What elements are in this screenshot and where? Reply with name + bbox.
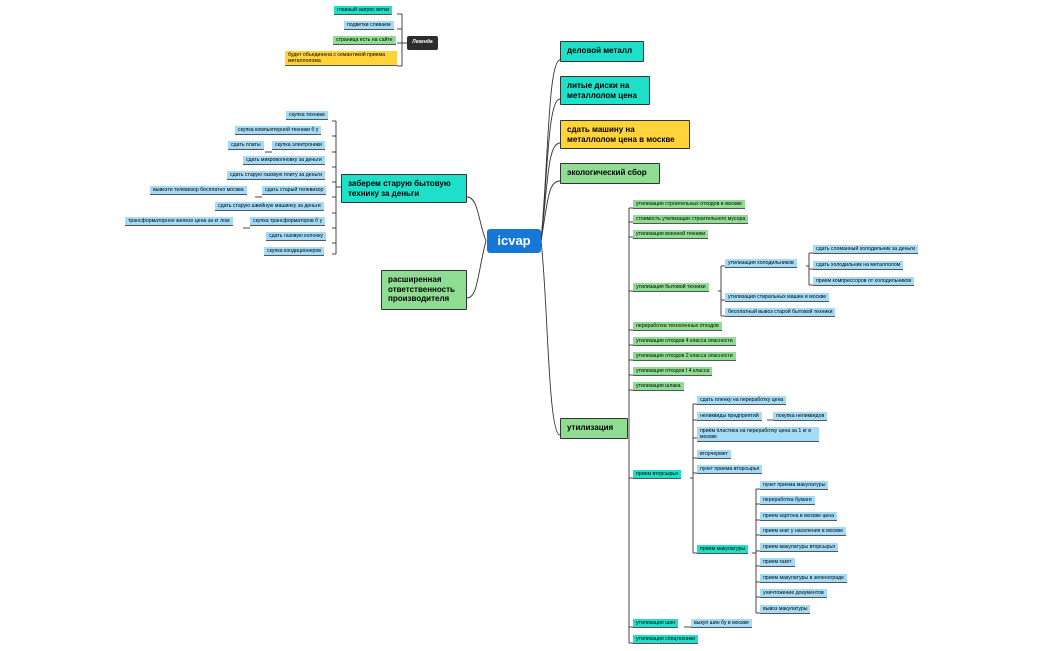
node-mikrovolnovka[interactable]: сдать микроволновку за деньги	[243, 156, 325, 166]
node-plastik[interactable]: приём пластика на переработку цена за 1 …	[697, 427, 819, 443]
topic-rasshirennaya-otvetstvennost[interactable]: расширенная ответственность производител…	[381, 270, 467, 310]
node-vtorchermet[interactable]: вторчермет	[697, 450, 731, 460]
legend-item-merge-metal: будет объединена с семантикой приема мет…	[285, 51, 397, 67]
node-voennaya-tekhnika[interactable]: утилизация военной техники	[633, 230, 709, 240]
node-vyvoz-tekhniki[interactable]: бесплатный вывоз старой бытовой техники	[725, 308, 836, 318]
node-vykup-shin[interactable]: выкуп шин бу в москве	[691, 619, 753, 629]
node-kholod-slomannyi[interactable]: сдать сломанный холодильник за деньги	[813, 245, 918, 255]
node-skupka-tekhniki[interactable]: скупка техники	[286, 111, 328, 121]
node-transformatornoe-zhelezo[interactable]: трансформаторное железо цена за кг лом	[125, 217, 233, 227]
node-pokupka-nelikvidov[interactable]: покупка неликвидов	[773, 412, 828, 422]
node-klass-1-4[interactable]: утилизация отходов I 4 класса	[633, 367, 713, 377]
node-kholod-kompressory[interactable]: прием компрессоров от холодильников	[813, 277, 915, 287]
topic-litye-diski[interactable]: литые диски на металлолом цена	[560, 76, 650, 105]
node-bytovaya-tekhnika[interactable]: утилизация бытовой техники	[633, 283, 709, 293]
node-stroit-otkhody[interactable]: утилизация строительных отходов в москве	[633, 200, 745, 210]
node-klass-2[interactable]: утилизация отходов 2 класса опасности	[633, 352, 736, 362]
central-topic[interactable]: icvap	[487, 229, 541, 253]
node-stiralnye-mashiny[interactable]: утилизация стиральных машин в москве	[725, 293, 830, 303]
node-skupka-kondicionerov[interactable]: скупка кондиционеров	[264, 247, 325, 257]
node-sdat-platy[interactable]: сдать платы	[228, 141, 264, 151]
node-klass-4[interactable]: утилизация отходов 4 класса опасности	[633, 337, 736, 347]
node-mak-karton[interactable]: прием картона в москве цена	[760, 512, 838, 522]
node-skupka-komp[interactable]: скупка компьютерной техники б у	[235, 126, 322, 136]
node-vyvezti-televizor[interactable]: вывезти телевизор бесплатно москва	[150, 186, 247, 196]
topic-eco-sbor[interactable]: экологический сбор	[560, 163, 660, 184]
node-mak-vyvoz[interactable]: вывоз макулатуры	[760, 605, 811, 615]
node-spectekhnika[interactable]: утилизация спецтехники	[633, 635, 699, 645]
node-gazovaya-plita[interactable]: сдать старую газовую плиту за деньги	[227, 171, 326, 181]
node-plenka[interactable]: сдать пленку на переработку цена	[697, 396, 787, 406]
node-kholodilnikov[interactable]: утилизация холодильников	[725, 259, 797, 269]
node-kholod-metallolom[interactable]: сдать холодильник на металлолом	[813, 261, 904, 271]
node-mak-pererabotka[interactable]: переработка бумаги	[760, 496, 815, 506]
node-mak-vtorsyrya[interactable]: прием макулатуры вторсырья	[760, 543, 839, 553]
node-skupka-transformatorov[interactable]: скупка трансформаторов б у	[250, 217, 326, 227]
legend-item-merge-subbranches: подветки сливаем	[344, 21, 394, 31]
node-tekhnogennye-otkhody[interactable]: переработка техногенных отходов	[633, 322, 722, 332]
node-skupka-elektroniki[interactable]: скупка электроники	[272, 141, 325, 151]
node-priem-makulatury[interactable]: прием макулатуры	[697, 545, 749, 555]
legend-item-page-exists: страница есть на сайте	[333, 36, 396, 46]
legend-title: Легенда	[407, 36, 438, 50]
node-punkt-vtorsyrya[interactable]: пункт приема вторсырья	[697, 465, 763, 475]
topic-delovoy-metall[interactable]: деловой металл	[560, 41, 644, 62]
topic-zaberem-tekhniku[interactable]: заберем старую бытовую технику за деньги	[341, 174, 467, 203]
node-mak-punkt[interactable]: пункт приема макулатуры	[760, 481, 829, 491]
node-staryi-televizor[interactable]: сдать старый телевизор	[262, 186, 327, 196]
node-utilizaciya-shin[interactable]: утилизация шин	[633, 619, 679, 629]
node-mak-dokumenty[interactable]: уничтожение документов	[760, 589, 827, 599]
node-priem-vtorsyrya[interactable]: прием вторсырья	[633, 470, 681, 480]
node-shlak[interactable]: утилизация шлака	[633, 382, 684, 392]
node-mak-zelenograd[interactable]: прием макулатуры в зеленограде	[760, 574, 848, 584]
node-mak-gazety[interactable]: прием газет	[760, 558, 795, 568]
topic-utilizaciya[interactable]: утилизация	[560, 418, 628, 439]
node-stroit-musor[interactable]: стоимость утилизации строительного мусор…	[633, 215, 749, 225]
topic-sdat-mashinu[interactable]: сдать машину на металлолом цена в москве	[560, 120, 690, 149]
legend-item-main-query: главный запрос ветки	[334, 6, 393, 16]
node-shveinaya-mashinka[interactable]: сдать старую швейную машинку за деньги	[215, 202, 324, 212]
node-mak-knigi[interactable]: прием книг у населения в москве	[760, 527, 846, 537]
node-gazovaya-kolonka[interactable]: сдать газовую колонку	[266, 232, 327, 242]
node-nelikvidy[interactable]: неликвиды предприятий	[697, 412, 762, 422]
